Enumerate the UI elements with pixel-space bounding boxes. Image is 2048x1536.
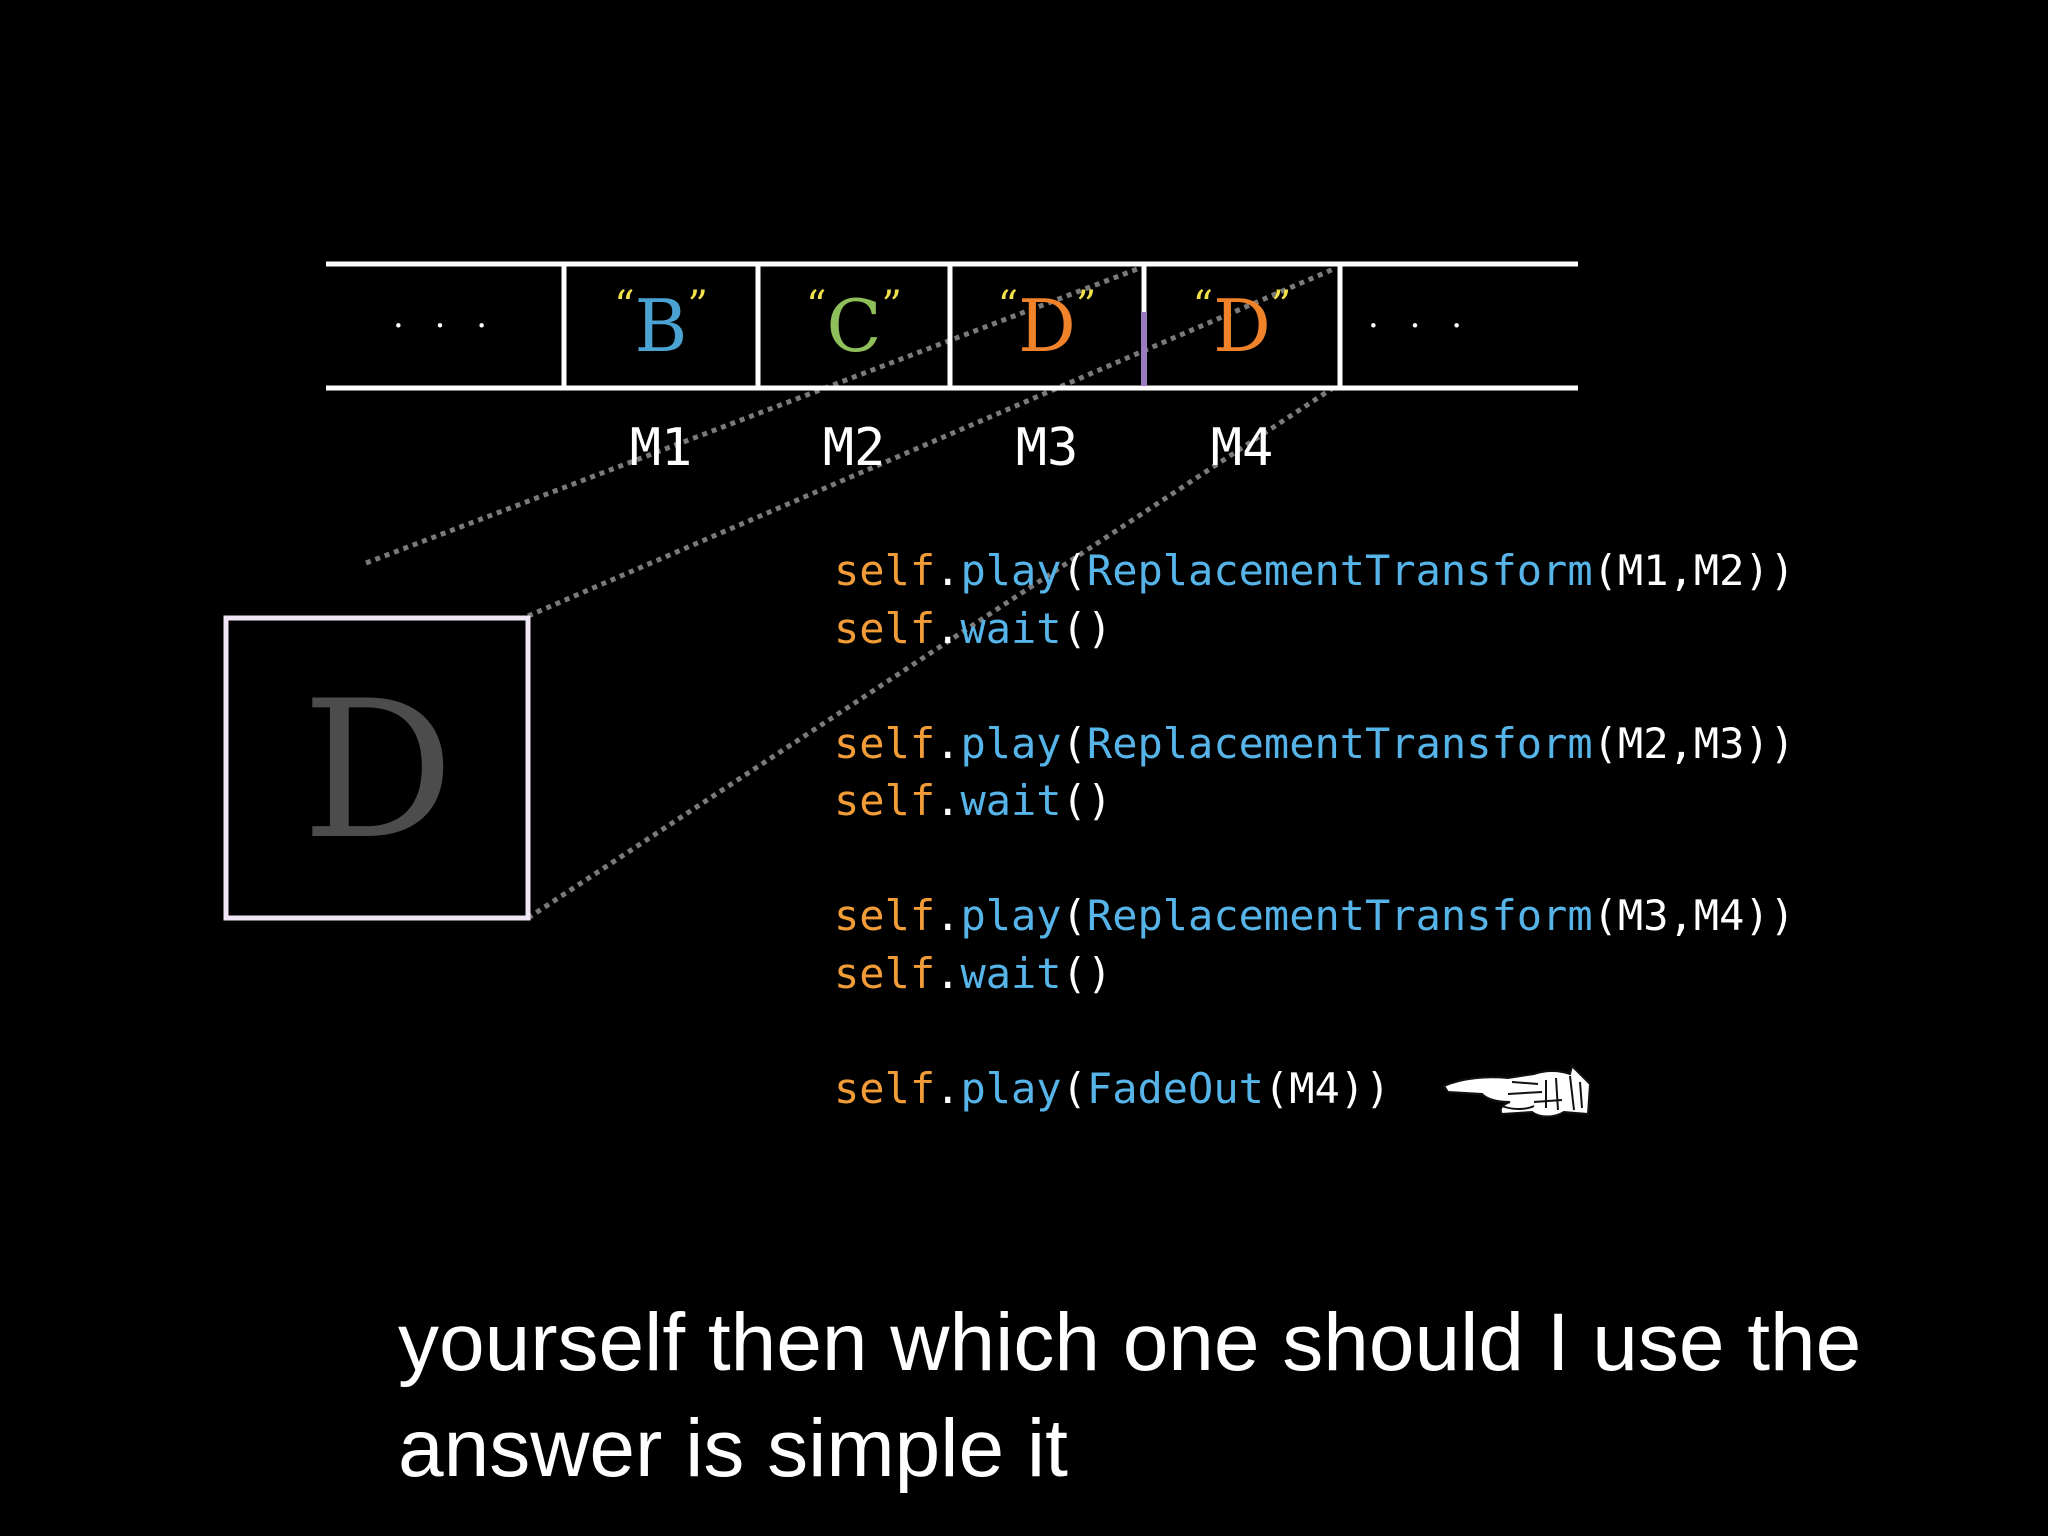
preview-letter: D (301, 659, 455, 881)
code-token: wait (960, 776, 1062, 825)
code-token: ReplacementTransform (1086, 546, 1593, 595)
cell-character: C (826, 284, 882, 368)
array-cell: “C” (758, 266, 950, 386)
array-cell: “D” (950, 266, 1144, 386)
code-token: play (960, 718, 1062, 768)
code-line: self.wait() (834, 949, 1112, 998)
code-token: . (935, 718, 961, 768)
code-token: . (935, 948, 961, 998)
code-token: ( (1061, 1063, 1087, 1113)
memory-label-m3: M3 (1015, 418, 1079, 478)
code-line: self.wait() (834, 604, 1112, 653)
code-token: self (834, 948, 936, 998)
array-cell: “D” (1144, 266, 1340, 386)
code-token: self (834, 776, 936, 825)
code-token: () (1061, 948, 1113, 998)
cell-character: D (1213, 284, 1271, 368)
code-token: ( (1061, 546, 1087, 595)
preview-box (223, 615, 531, 921)
code-token: wait (960, 603, 1062, 653)
code-token: (M1,M2)) (1592, 546, 1795, 595)
array-cell-ellipsis: · · · (326, 266, 564, 386)
code-line: self.wait() (834, 776, 1112, 825)
code-line: self.play(ReplacementTransform(M2,M3)) (834, 719, 1795, 768)
open-quote: “ (806, 283, 827, 329)
code-token: () (1061, 603, 1113, 653)
open-quote: “ (997, 283, 1019, 329)
code-line: self.play(FadeOut(M4)) (834, 1064, 1390, 1113)
caption-line-2: answer is simple it (398, 1403, 1068, 1494)
memory-label-m4: M4 (1210, 418, 1274, 478)
dotted-guide-line (526, 383, 1338, 921)
ellipsis-text: · · · (392, 306, 498, 346)
code-token: . (935, 1063, 961, 1113)
code-token: self (834, 603, 936, 653)
code-token: self (834, 891, 936, 940)
code-token: ReplacementTransform (1086, 891, 1593, 940)
close-quote: ” (687, 283, 708, 329)
code-token: self (834, 718, 936, 768)
code-token: (M2,M3)) (1592, 718, 1795, 768)
code-token: self (834, 1063, 936, 1113)
array-cell-ellipsis: · · · (1340, 266, 1500, 386)
code-line: self.play(ReplacementTransform(M1,M2)) (834, 546, 1795, 595)
code-token: . (935, 603, 961, 653)
cell-character: D (1018, 284, 1076, 368)
code-token: ( (1061, 718, 1087, 768)
close-quote: ” (1270, 283, 1292, 329)
code-token: play (960, 1063, 1062, 1113)
memory-label-m1: M1 (629, 418, 693, 478)
close-quote: ” (1075, 283, 1097, 329)
array-cell: “B” (564, 266, 758, 386)
code-token: play (960, 891, 1062, 940)
ellipsis-text: · · · (1367, 306, 1473, 346)
code-token: FadeOut (1086, 1063, 1264, 1113)
pointing-hand-icon (1442, 1064, 1592, 1118)
cell-character: B (634, 284, 688, 368)
code-token: ReplacementTransform (1086, 718, 1593, 768)
code-token: self (834, 546, 936, 595)
dotted-guide-line (365, 265, 1141, 566)
code-token: wait (960, 948, 1062, 998)
code-token: () (1061, 776, 1113, 825)
code-token: (M4)) (1263, 1063, 1391, 1113)
open-quote: “ (1192, 283, 1214, 329)
code-token: play (960, 546, 1062, 595)
code-line: self.play(ReplacementTransform(M3,M4)) (834, 891, 1795, 940)
code-token: ( (1061, 891, 1087, 940)
code-token: . (935, 891, 961, 940)
open-quote: “ (614, 283, 635, 329)
memory-label-m2: M2 (822, 418, 886, 478)
code-token: . (935, 776, 961, 825)
dotted-guide-line (527, 265, 1337, 619)
code-token: . (935, 546, 961, 595)
code-token: (M3,M4)) (1592, 891, 1795, 940)
subtitle-caption: yourself then which one should I use the… (398, 1290, 2038, 1502)
close-quote: ” (881, 283, 902, 329)
caption-line-1: yourself then which one should I use the (398, 1297, 1862, 1388)
